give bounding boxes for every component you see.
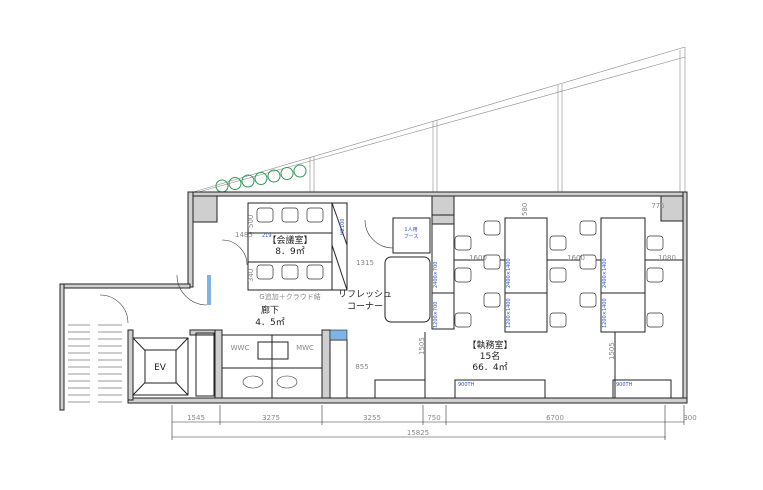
- desk-label: 1200×1400: [602, 298, 608, 328]
- chair-icon: [306, 207, 324, 223]
- roof-outline: [189, 46, 686, 194]
- exterior-walls: [59, 191, 688, 411]
- desk-label: 2400×1400: [602, 258, 608, 288]
- tree-icon: [267, 169, 281, 183]
- dim-bottom: 6700: [546, 414, 564, 422]
- dim: 219: [262, 233, 272, 239]
- wwc-label: WWC: [231, 344, 250, 352]
- dim-bottom: 3275: [262, 414, 280, 422]
- dim: 1600: [469, 254, 487, 262]
- desk-label: 1200×1400: [506, 298, 512, 328]
- chair-icon: [646, 235, 664, 251]
- chair-icon: [454, 267, 472, 283]
- storage-label: 900TH: [458, 382, 475, 388]
- dim-total: 15825: [407, 429, 429, 437]
- doors: [99, 219, 394, 324]
- dim: 1485: [235, 231, 253, 239]
- staircase: [68, 324, 122, 403]
- office-capacity: 15名: [480, 350, 500, 362]
- chair-icon: [483, 292, 501, 308]
- meeting-room-area: 8．9㎡: [275, 246, 304, 257]
- dim: 580: [521, 203, 529, 216]
- corridor-area: 4．5㎡: [255, 317, 284, 328]
- chair-icon: [281, 264, 299, 280]
- dim-bottom: 750: [427, 414, 440, 422]
- dim: 1080: [658, 254, 676, 262]
- meeting-room-title: 【会議室】: [267, 234, 312, 246]
- chair-icon: [306, 264, 324, 280]
- dim-bottom: 1545: [187, 414, 205, 422]
- chair-icon: [256, 207, 274, 223]
- meeting-room-note: G追加＋クラウド結: [259, 292, 320, 301]
- booth-label-1: 1人用: [404, 227, 417, 233]
- tree-icon: [215, 179, 229, 193]
- tree-icon: [280, 167, 294, 180]
- tree-icon: [241, 174, 255, 188]
- booth-label-2: ブース: [404, 233, 419, 240]
- dim: 1505: [418, 337, 426, 355]
- desk-label: 2400×1400: [506, 258, 512, 288]
- tree-icon: [254, 172, 268, 185]
- office-chairs: [256, 207, 664, 328]
- tree-icon: [228, 177, 242, 190]
- chair-icon: [549, 312, 567, 328]
- chair-icon: [579, 292, 597, 308]
- interior-walls: [132, 202, 683, 399]
- desk-label: 2400×700: [433, 262, 439, 288]
- chair-icon: [256, 264, 274, 280]
- chair-icon: [579, 220, 597, 236]
- mwc-label: MWC: [296, 344, 314, 352]
- dim: 340: [247, 269, 255, 282]
- office-area: 66．4㎡: [472, 362, 507, 373]
- refresh-label-1: リフレッシュ: [338, 290, 392, 300]
- tree-icon: [293, 164, 307, 178]
- storage-label: 900TH: [616, 382, 633, 388]
- toilet-icon: [276, 375, 298, 389]
- chair-icon: [483, 220, 501, 236]
- dim: 1505: [608, 342, 616, 360]
- dim: 1600: [567, 254, 585, 262]
- dim-bottom: 3255: [363, 414, 381, 422]
- dim-bottom: 300: [683, 414, 696, 422]
- glass-panel: [329, 329, 348, 341]
- office-title: 【執務室】: [467, 339, 512, 351]
- chair-icon: [549, 235, 567, 251]
- chair-icon: [579, 254, 597, 270]
- chair-icon: [646, 267, 664, 283]
- chair-icon: [549, 267, 567, 283]
- chair-icon: [281, 207, 299, 223]
- chair-icon: [646, 312, 664, 328]
- dimension-lines: [171, 405, 685, 440]
- toilet-icon: [242, 375, 264, 389]
- refresh-label-2: コーナー: [347, 301, 383, 312]
- dim: 775: [651, 202, 664, 210]
- dim: 1315: [356, 259, 374, 267]
- desk-label: 1200×700: [433, 302, 439, 328]
- dim: 500: [247, 215, 255, 228]
- dim: 855: [355, 363, 368, 371]
- partition-label: H2100: [340, 219, 346, 235]
- corridor-title: 廊下: [261, 304, 279, 316]
- chair-icon: [454, 312, 472, 328]
- chair-icon: [454, 235, 472, 251]
- glass-door: [207, 275, 211, 305]
- elevator-label: EV: [154, 363, 167, 373]
- chair-icon: [483, 254, 501, 270]
- planters: [215, 164, 307, 193]
